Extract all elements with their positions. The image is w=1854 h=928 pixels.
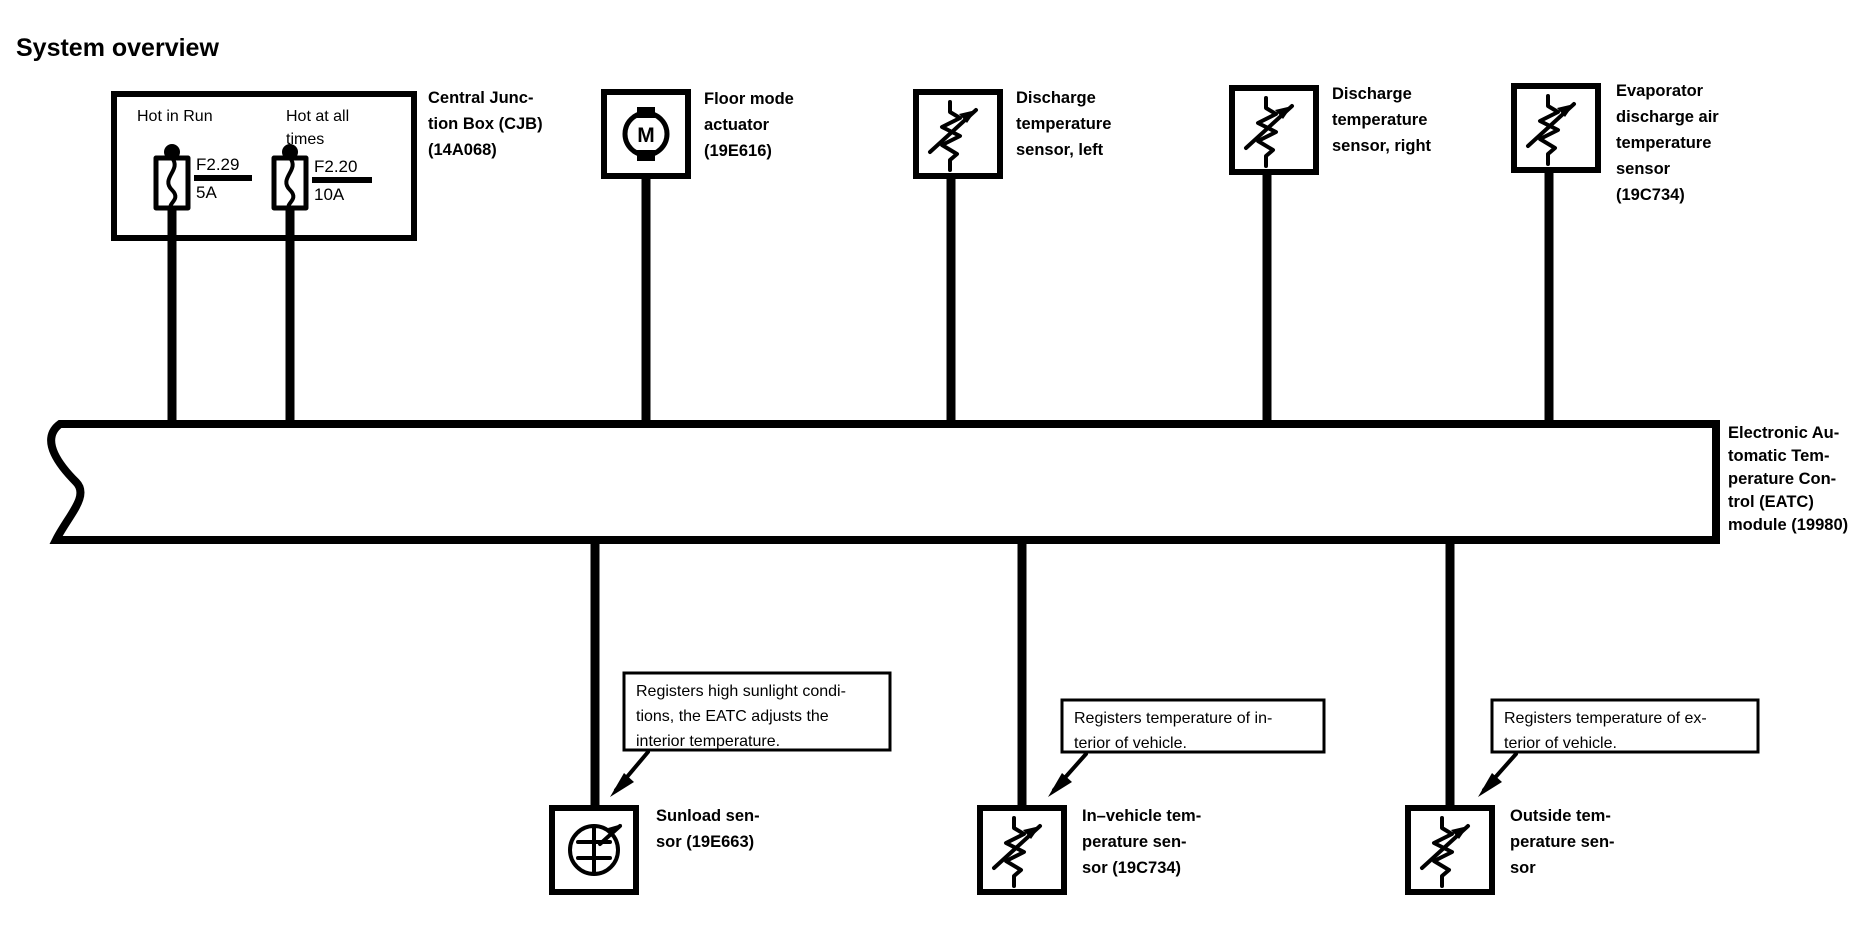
thermistor-icon xyxy=(1526,94,1576,166)
page-title: System overview xyxy=(16,34,219,62)
in-vehicle-sensor-label-line2: perature sen- xyxy=(1082,833,1187,851)
thermistor-icon xyxy=(928,100,978,172)
discharge-sensor-right-label-line3: sensor, right xyxy=(1332,137,1432,155)
callout-outside-line1: Registers temperature of ex- xyxy=(1504,710,1707,727)
cjb-label-line3: (14A068) xyxy=(428,141,497,159)
supply-label-hot-in-run: Hot in Run xyxy=(137,108,213,125)
floor-mode-actuator[interactable]: M xyxy=(601,89,691,179)
eatc-module-label-line2: tomatic Tem- xyxy=(1728,447,1829,465)
callout-sunload-sensor: Registers high sunlight condi- tions, th… xyxy=(610,671,892,797)
floor-mode-actuator-label-line1: Floor mode xyxy=(704,90,794,108)
discharge-sensor-left-label-line3: sensor, left xyxy=(1016,141,1104,159)
eatc-module-label-line3: perature Con- xyxy=(1728,470,1836,488)
outside-sensor-label-line3: sor xyxy=(1510,859,1536,877)
evaporator-sensor-label-line5: (19C734) xyxy=(1616,186,1685,204)
central-junction-box[interactable]: Hot in Run Hot at all times F2.29 5A F2.… xyxy=(111,89,543,241)
motor-icon: M xyxy=(622,107,670,161)
in-vehicle-sensor-label-line1: In–vehicle tem- xyxy=(1082,807,1201,825)
discharge-sensor-left-label-line1: Discharge xyxy=(1016,89,1096,107)
evaporator-sensor-label-line2: discharge air xyxy=(1616,108,1719,126)
callout-in-vehicle-line2: terior of vehicle. xyxy=(1074,735,1187,752)
evaporator-sensor-label-line1: Evaporator xyxy=(1616,82,1704,100)
callout-arrow-icon xyxy=(1478,752,1518,797)
eatc-module-label-line5: module (19980) xyxy=(1728,516,1848,534)
photodiode-icon xyxy=(568,824,622,876)
sunload-sensor[interactable] xyxy=(549,805,639,895)
thermistor-icon xyxy=(992,816,1042,888)
supply-label-hot-at-all-times-line2: times xyxy=(286,131,324,148)
thermistor-icon xyxy=(1244,96,1294,168)
evaporator-sensor-label-line4: sensor xyxy=(1616,160,1671,178)
in-vehicle-temperature-sensor[interactable] xyxy=(977,805,1067,895)
callout-outside-sensor: Registers temperature of ex- terior of v… xyxy=(1478,698,1760,797)
fuse-rating-f2-29: 5A xyxy=(196,183,217,202)
callout-sunload-line3: interior temperature. xyxy=(636,733,780,750)
thermistor-icon xyxy=(1420,816,1470,888)
fuse-f2-29[interactable]: F2.29 5A xyxy=(153,144,252,211)
eatc-module[interactable] xyxy=(47,420,1720,544)
discharge-sensor-left-label-line2: temperature xyxy=(1016,115,1111,133)
evaporator-discharge-air-temperature-sensor[interactable] xyxy=(1511,83,1601,173)
cjb-label-line2: tion Box (CJB) xyxy=(428,115,543,133)
fuse-f2-20[interactable]: F2.20 10A xyxy=(271,144,372,211)
cjb-label-line1: Central Junc- xyxy=(428,89,533,107)
discharge-temperature-sensor-left[interactable] xyxy=(913,89,1003,179)
eatc-module-label-line1: Electronic Au- xyxy=(1728,424,1839,442)
supply-label-hot-at-all-times-line1: Hot at all xyxy=(286,108,349,125)
callout-sunload-line2: tions, the EATC adjusts the xyxy=(636,708,829,725)
discharge-sensor-right-label-line2: temperature xyxy=(1332,111,1427,129)
fuse-rating-f2-20: 10A xyxy=(314,185,345,204)
floor-mode-actuator-label-line3: (19E616) xyxy=(704,142,772,160)
callout-in-vehicle-sensor: Registers temperature of in- terior of v… xyxy=(1048,698,1326,797)
outside-sensor-label-line2: perature sen- xyxy=(1510,833,1615,851)
outside-sensor-label-line1: Outside tem- xyxy=(1510,807,1611,825)
fuse-id-f2-20: F2.20 xyxy=(314,157,357,176)
in-vehicle-sensor-label-line3: sor (19C734) xyxy=(1082,859,1181,877)
callout-sunload-line1: Registers high sunlight condi- xyxy=(636,683,846,700)
floor-mode-actuator-label-line2: actuator xyxy=(704,116,770,134)
discharge-sensor-right-label-line1: Discharge xyxy=(1332,85,1412,103)
fuse-id-f2-29: F2.29 xyxy=(196,155,239,174)
sunload-sensor-label-line2: sor (19E663) xyxy=(656,833,754,851)
eatc-module-label-line4: trol (EATC) xyxy=(1728,493,1814,511)
svg-text:M: M xyxy=(637,124,655,147)
callout-arrow-icon xyxy=(1048,752,1088,797)
sunload-sensor-label-line1: Sunload sen- xyxy=(656,807,760,825)
outside-temperature-sensor[interactable] xyxy=(1405,805,1495,895)
callout-outside-line2: terior of vehicle. xyxy=(1504,735,1617,752)
evaporator-sensor-label-line3: temperature xyxy=(1616,134,1711,152)
discharge-temperature-sensor-right[interactable] xyxy=(1229,85,1319,175)
callout-in-vehicle-line1: Registers temperature of in- xyxy=(1074,710,1272,727)
callout-arrow-icon xyxy=(610,750,650,797)
